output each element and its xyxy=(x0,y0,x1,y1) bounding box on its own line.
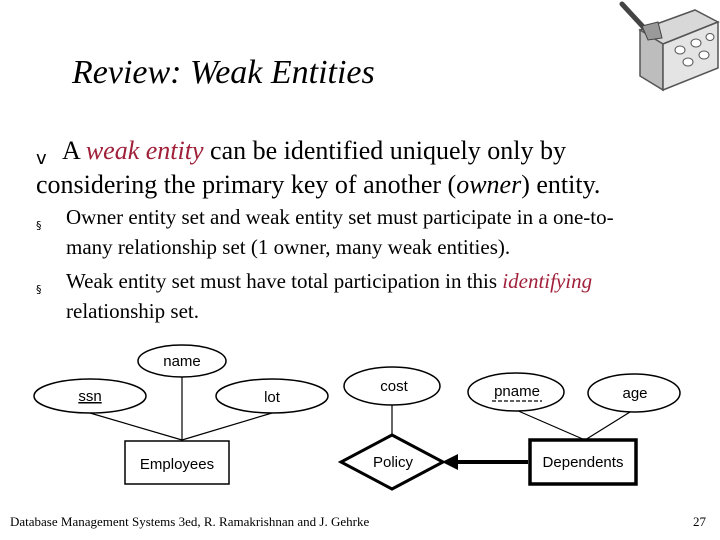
sub-bullet-1-line2: many relationship set (1 owner, many wea… xyxy=(66,235,511,259)
slide-title: Review: Weak Entities xyxy=(72,54,375,91)
attribute-name: name xyxy=(163,353,201,370)
text-segment: A xyxy=(62,136,86,165)
relationship-policy: Policy xyxy=(373,454,414,471)
term-identifying: identifying xyxy=(502,269,593,293)
term-weak-entity: weak entity xyxy=(85,136,204,165)
main-bullet: v xyxy=(36,138,686,172)
entity-dependents: Dependents xyxy=(543,454,624,471)
footer-citation: Database Management Systems 3ed, R. Rama… xyxy=(10,514,370,529)
attribute-age: age xyxy=(622,385,647,402)
sub-bullet-2-line1: Weak entity set must have total particip… xyxy=(66,266,706,296)
brick-trowel-clipart xyxy=(619,1,720,92)
entity-employees-box xyxy=(124,440,230,485)
attribute-lot-oval xyxy=(215,378,329,414)
text-segment: considering the primary key of another ( xyxy=(36,170,457,199)
sub-bullet-marker: § xyxy=(36,283,42,296)
sub-bullet-2-line2: relationship set. xyxy=(66,299,199,323)
attribute-pname: pname xyxy=(494,383,540,400)
attribute-cost: cost xyxy=(380,378,408,395)
sub-bullet-marker: § xyxy=(36,219,42,232)
term-owner: owner xyxy=(456,170,522,199)
sub-bullet-1: § Owner entity set and weak entity set m… xyxy=(36,202,706,262)
bullet-marker: v xyxy=(36,148,47,169)
attribute-name-oval xyxy=(137,344,227,378)
attribute-age-oval xyxy=(587,373,681,413)
text-segment: ) entity. xyxy=(521,170,601,199)
text-segment: Weak entity set must have total particip… xyxy=(66,269,503,293)
attribute-ssn-oval xyxy=(33,378,147,414)
sub-bullet-1-line1: Owner entity set and weak entity set mus… xyxy=(66,205,614,229)
main-bullet-line2: considering the primary key of another (… xyxy=(36,168,696,202)
attribute-lot: lot xyxy=(264,389,281,406)
main-bullet-line1: A weak entity can be identified uniquely… xyxy=(36,134,696,168)
text-segment: can be identified uniquely only by xyxy=(203,136,566,165)
entity-employees: Employees xyxy=(140,456,214,473)
attribute-cost-oval xyxy=(343,366,441,406)
relationship-policy-diamond xyxy=(337,433,447,491)
entity-dependents-box xyxy=(528,438,638,486)
key-constraint-arrow xyxy=(442,454,458,470)
sub-bullet-2: § Weak entity set must have total partic… xyxy=(36,266,706,326)
attribute-ssn: ssn xyxy=(78,388,101,405)
main-bullet-text: A weak entity can be identified uniquely… xyxy=(36,134,696,202)
page-number: 27 xyxy=(693,514,706,529)
